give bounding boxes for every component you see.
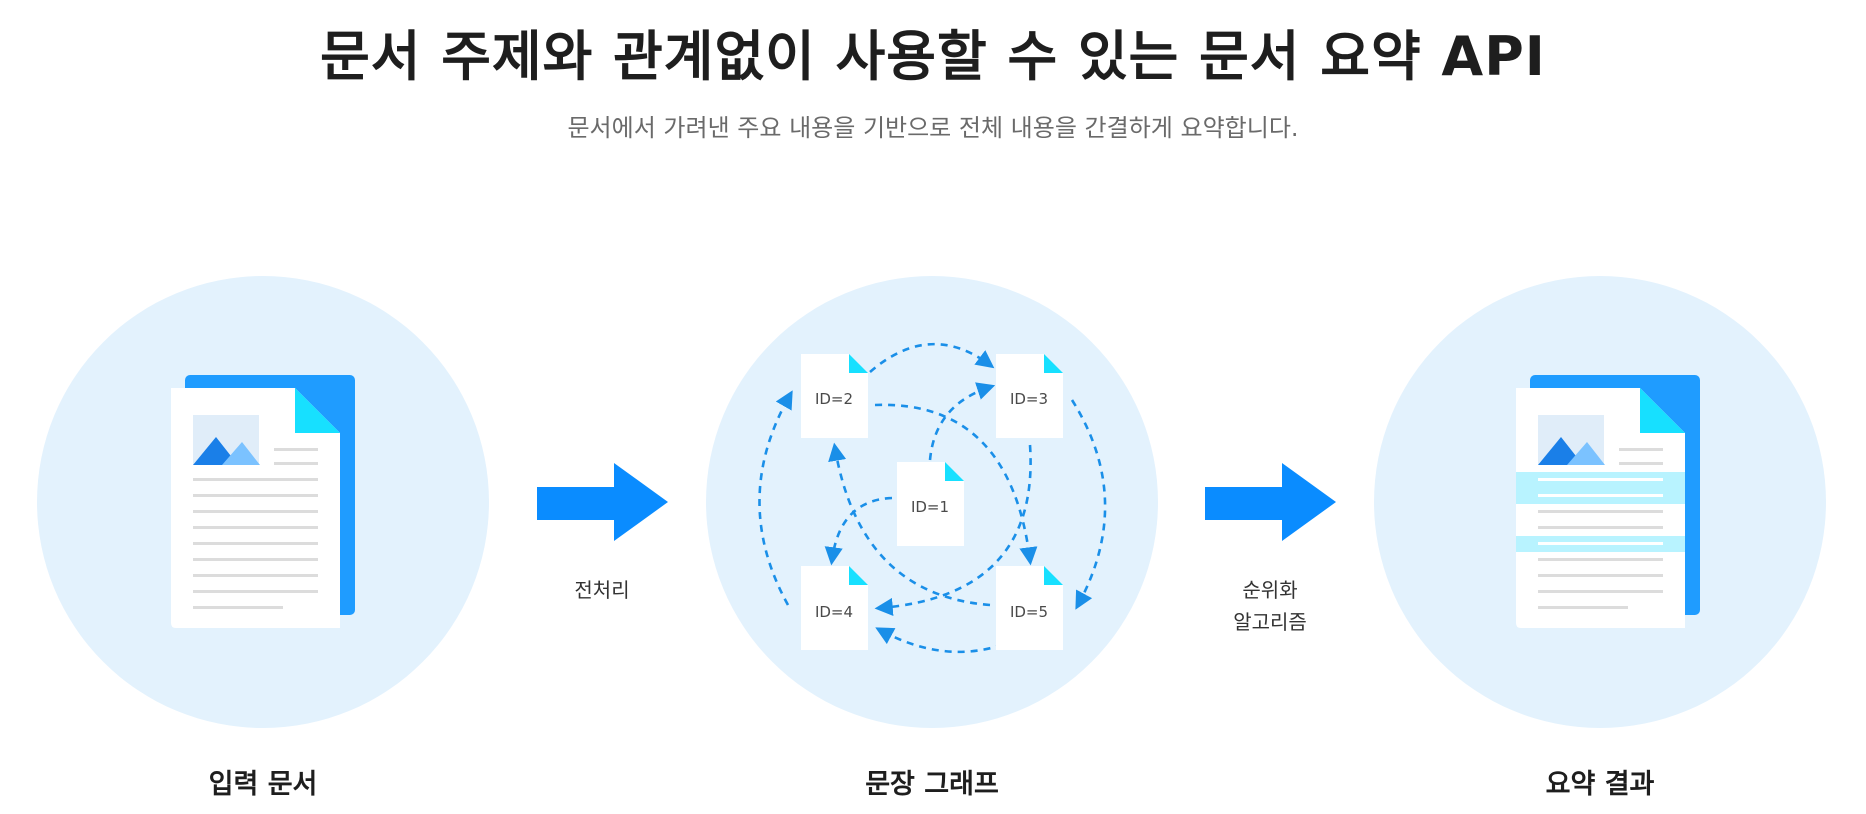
node-label: ID=1 — [911, 498, 949, 516]
graph-node-3: ID=3 — [996, 354, 1063, 438]
ranking-arrow-icon — [1205, 463, 1336, 541]
edge-3-5 — [1070, 399, 1107, 610]
preprocess-label-line: 전처리 — [574, 578, 630, 602]
preprocess-label: 전처리 — [502, 574, 702, 606]
edge-2-3 — [869, 342, 995, 373]
page-title: 문서 주제와 관계없이 사용할 수 있는 문서 요약 API — [320, 25, 1546, 88]
edge-5-2 — [828, 442, 991, 607]
edge-3-4 — [874, 444, 1032, 617]
result-stage-label: 요약 결과 — [1545, 769, 1655, 800]
edge-4-2 — [758, 390, 793, 606]
graph-node-1: ID=1 — [897, 462, 964, 546]
edge-1-4 — [824, 496, 893, 566]
ranking-label-line-1: 순위화 — [1242, 578, 1298, 602]
summary-highlight — [1516, 472, 1685, 504]
graph-stage-label: 문장 그래프 — [865, 769, 999, 800]
input-document-icon — [171, 375, 355, 628]
graph-node-4: ID=4 — [801, 566, 868, 650]
edge-2-5 — [874, 403, 1038, 566]
summary-document-icon — [1516, 375, 1700, 628]
node-label: ID=4 — [815, 603, 853, 621]
page-subtitle: 문서에서 가려낸 주요 내용을 기반으로 전체 내용을 간결하게 요약합니다. — [567, 114, 1299, 142]
input-stage-label: 입력 문서 — [208, 769, 318, 800]
ranking-label: 순위화 알고리즘 — [1170, 574, 1370, 638]
node-label: ID=2 — [815, 390, 853, 408]
node-label: ID=3 — [1010, 390, 1048, 408]
ranking-label-line-2: 알고리즘 — [1233, 610, 1307, 634]
graph-node-5: ID=5 — [996, 566, 1063, 650]
graph-node-2: ID=2 — [801, 354, 868, 438]
preprocess-arrow-icon — [537, 463, 668, 541]
node-label: ID=5 — [1010, 603, 1048, 621]
